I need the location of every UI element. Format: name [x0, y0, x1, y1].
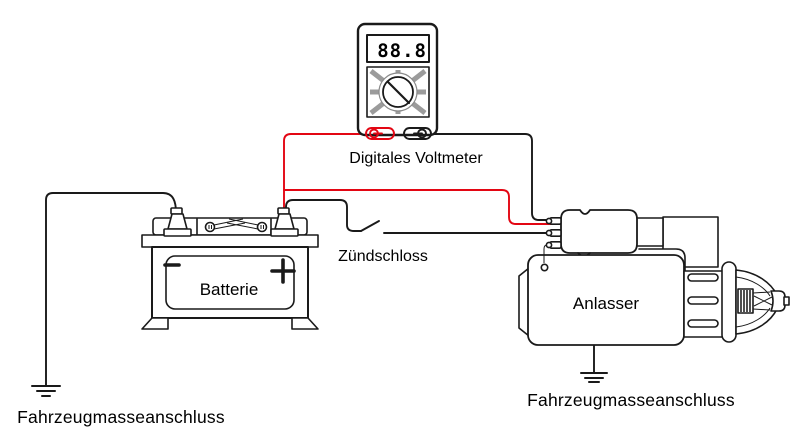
voltmeter-jack-negative[interactable] [403, 127, 432, 140]
battery: Batterie [141, 207, 319, 330]
voltmeter-jack-positive[interactable] [365, 127, 395, 140]
battery-label: Batterie [200, 280, 259, 299]
solenoid-terminal-bottom [545, 241, 562, 250]
ground-left-icon [31, 385, 61, 397]
voltmeter-display [366, 34, 430, 63]
battery-positive-terminal [270, 207, 299, 237]
switch-blade [360, 220, 380, 232]
solenoid-body-jumper-wire [543, 244, 548, 263]
battery-label-plate [165, 255, 295, 310]
battery-plus-sign [270, 258, 296, 284]
switch-feed-wire [285, 199, 362, 232]
voltmeter-caption: Digitales Voltmeter [349, 150, 483, 167]
starter-motor: Anlasser [518, 209, 790, 346]
battery-foot-right [291, 317, 319, 330]
wires-red [283, 133, 552, 225]
battery-negative-ground-wire [45, 192, 177, 387]
battery-to-starter-positive-cable [283, 189, 552, 225]
ground-right-icon [580, 372, 608, 383]
starter-solenoid [560, 209, 638, 254]
cone-converge-lines [752, 291, 773, 311]
ignition-switch [360, 220, 380, 232]
battery-handle [204, 218, 268, 233]
dial-pointer [386, 80, 411, 105]
battery-negative-terminal [163, 207, 192, 237]
battery-foot-left [141, 317, 169, 330]
solenoid-terminal-middle [545, 229, 562, 238]
shaft-tip [770, 290, 786, 312]
voltmeter-black-lead [429, 133, 552, 221]
housing-slot [687, 273, 719, 282]
housing-slot [687, 296, 719, 305]
ground-left-caption: Fahrzeugmasseanschluss [17, 407, 225, 427]
housing-slot [687, 319, 719, 328]
ground-right-caption: Fahrzeugmasseanschluss [527, 390, 735, 410]
pinion-teeth [740, 290, 751, 312]
mounting-flange [721, 261, 737, 343]
ignition-switch-caption: Zündschloss [338, 248, 428, 265]
voltmeter-display-value: 88.8 [377, 40, 427, 62]
shaft-end-stub [783, 296, 790, 306]
wires-black [45, 133, 595, 387]
starter-label: Anlasser [573, 294, 639, 313]
voltmeter: 88.8 [356, 22, 439, 140]
voltmeter-red-lead [283, 133, 368, 214]
solenoid-terminal-top [545, 217, 562, 226]
body-ring-terminal [540, 263, 549, 272]
solenoid-boss [634, 217, 664, 247]
